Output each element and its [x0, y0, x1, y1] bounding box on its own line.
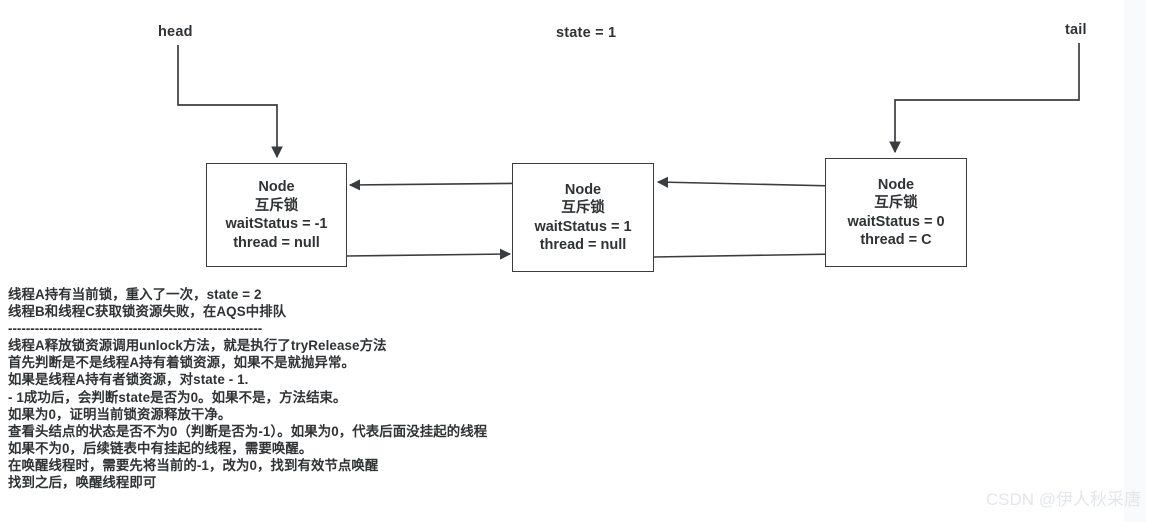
node-wait-status: waitStatus = -1 [225, 216, 328, 232]
csdn-watermark: CSDN @伊人秋采唐 [985, 490, 1141, 509]
note-line: 如果为0，证明当前锁资源释放干净。 [8, 406, 232, 422]
node-title: Node [258, 179, 295, 195]
explanation-notes: 线程A持有当前锁，重入了一次，state = 2 线程B和线程C获取锁资源失败，… [8, 286, 828, 491]
node-box-2: Node 互斥锁 waitStatus = 1 thread = null [512, 163, 654, 272]
node-wait-status: waitStatus = 0 [847, 213, 945, 230]
node-lock-type: 互斥锁 [874, 195, 918, 211]
note-line: 首先判断是不是线程A持有着锁资源，如果不是就抛异常。 [8, 355, 356, 371]
note-line: 线程A持有当前锁，重入了一次，state = 2 [8, 287, 262, 302]
node-title: Node [877, 176, 915, 193]
head-pointer-label: head [158, 24, 193, 40]
note-line: - 1成功后，会判断state是否为0。如果不是，方法结束。 [8, 389, 347, 405]
node-title: Node [564, 181, 602, 198]
notes-divider: ----------------------------------------… [8, 321, 263, 337]
node-box-1: Node 互斥锁 waitStatus = -1 thread = null [206, 163, 347, 267]
background-band [1124, 0, 1146, 522]
node-lock-type: 互斥锁 [254, 197, 299, 214]
node-thread: thread = null [539, 237, 627, 253]
note-line: 查看头结点的状态是否不为0（判断是否为-1）。如果为0，代表后面没挂起的线程 [8, 423, 488, 439]
note-line: 在唤醒线程时，需要先将当前的-1，改为0，找到有效节点唤醒 [8, 457, 379, 473]
note-line: 线程B和线程C获取锁资源失败，在AQS中排队 [8, 304, 287, 320]
node-wait-status: waitStatus = 1 [534, 218, 632, 235]
note-line: 线程A释放锁资源调用unlock方法，就是执行了tryRelease方法 [8, 338, 387, 354]
note-line: 如果不为0，后续链表中有挂起的线程，需要唤醒。 [8, 440, 313, 456]
node-box-3: Node 互斥锁 waitStatus = 0 thread = C [825, 158, 967, 267]
node-thread: thread = C [860, 232, 932, 248]
link-node1-to-node2-next [346, 248, 512, 260]
tail-pointer-label: tail [1065, 22, 1087, 38]
node-lock-type: 互斥锁 [561, 200, 605, 216]
state-value-label: state = 1 [556, 25, 617, 41]
head-connector [177, 45, 283, 159]
node-thread: thread = null [233, 234, 320, 251]
note-line: 如果是线程A持有者锁资源，对state - 1. [8, 372, 249, 388]
note-line: 找到之后，唤醒线程即可 [8, 475, 157, 491]
tail-connector [889, 43, 1080, 154]
